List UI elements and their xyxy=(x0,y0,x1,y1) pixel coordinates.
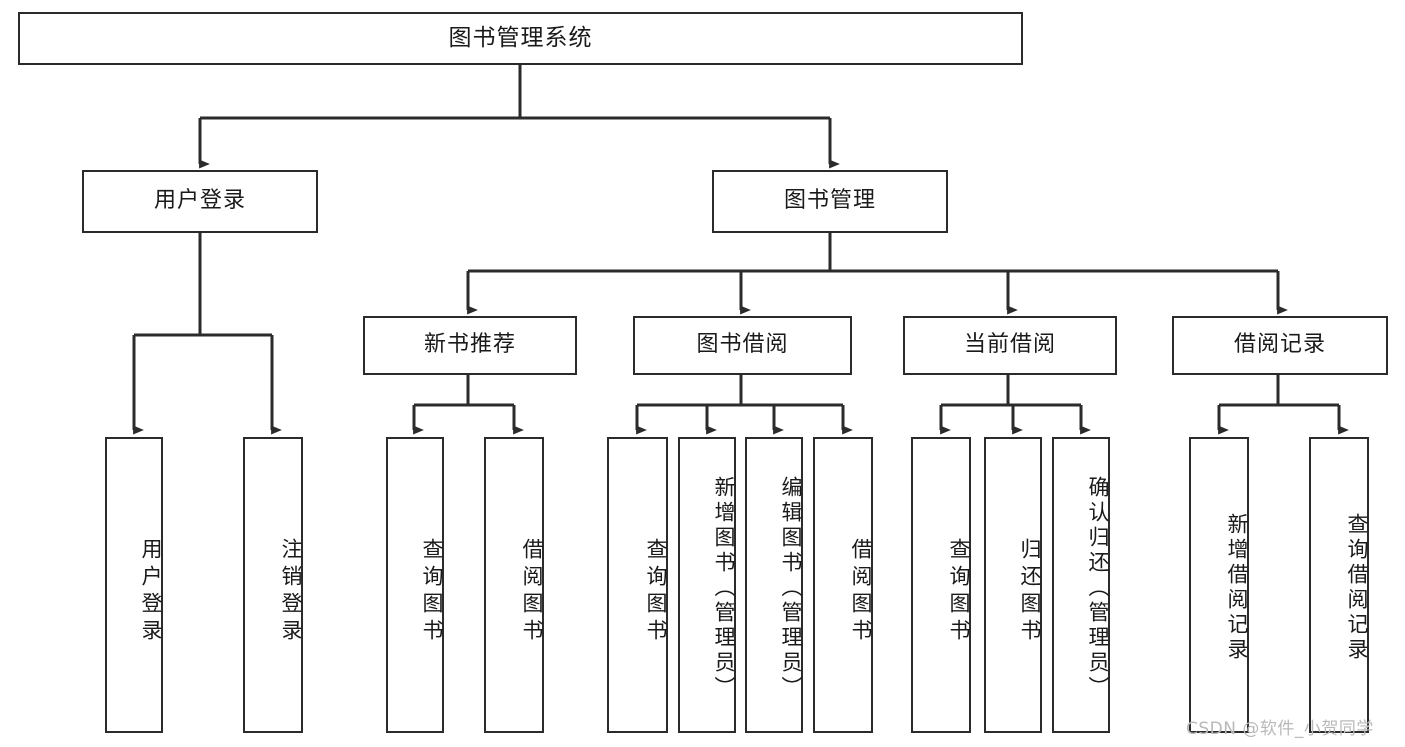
leaf-add-borrow-record[interactable]: 新增借阅记录 xyxy=(1189,437,1249,733)
leaf-borrow-book-new[interactable]: 借阅图书 xyxy=(484,437,544,733)
node-user-login[interactable]: 用户登录 xyxy=(82,170,318,233)
leaf-borrow-book[interactable]: 借阅图书 xyxy=(813,437,873,733)
node-book-borrow[interactable]: 图书借阅 xyxy=(633,316,852,375)
leaf-query-book-borrow[interactable]: 查询图书 xyxy=(607,437,668,733)
leaf-query-book-new[interactable]: 查询图书 xyxy=(386,437,444,733)
leaf-user-login[interactable]: 用户登录 xyxy=(105,437,163,733)
watermark-text: CSDN @软件_小贺同学 xyxy=(1186,719,1374,739)
leaf-confirm-return-admin[interactable]: 确认归还（管理员） xyxy=(1052,437,1110,733)
node-current-borrow[interactable]: 当前借阅 xyxy=(903,316,1117,375)
leaf-logout[interactable]: 注销登录 xyxy=(243,437,303,733)
leaf-query-borrow-record[interactable]: 查询借阅记录 xyxy=(1309,437,1369,733)
leaf-add-book-admin[interactable]: 新增图书（管理员） xyxy=(678,437,736,733)
leaf-edit-book-admin[interactable]: 编辑图书（管理员） xyxy=(745,437,803,733)
leaf-query-book-current[interactable]: 查询图书 xyxy=(911,437,971,733)
leaf-return-book[interactable]: 归还图书 xyxy=(984,437,1042,733)
node-root-system[interactable]: 图书管理系统 xyxy=(18,12,1023,65)
node-new-book-recommend[interactable]: 新书推荐 xyxy=(363,316,577,375)
node-borrow-records[interactable]: 借阅记录 xyxy=(1172,316,1388,375)
node-book-management[interactable]: 图书管理 xyxy=(712,170,948,233)
